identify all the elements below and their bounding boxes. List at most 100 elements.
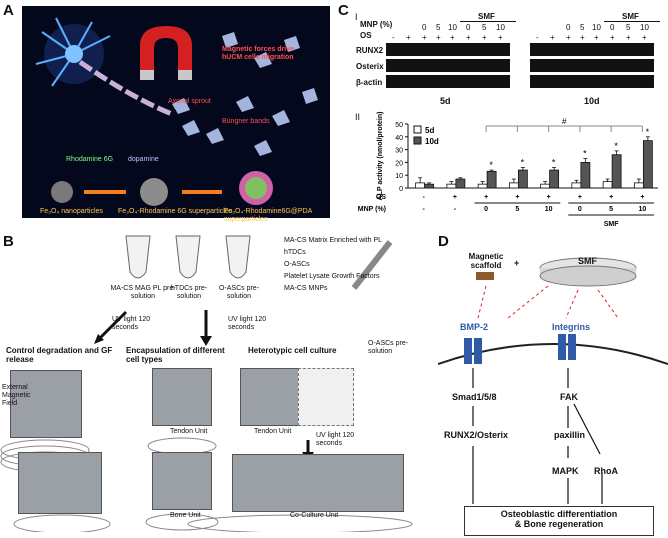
title-control-degradation: Control degradation and GF release [6,346,113,364]
legend-mnps: MA-CS MNPs [284,285,328,292]
panel-d-label: D [438,233,449,250]
legend-platelet: Platelet Lysate Growth Factors [284,273,380,280]
magnet-icon [140,26,192,80]
smf-label-10d: SMF [622,12,639,21]
scaffold-control-degradation [10,370,82,438]
label-nanoparticles: Fe₃O₄ nanoparticles [40,208,103,215]
bar-10d-2 [486,170,497,189]
y-tick-label: 30 [395,148,403,155]
legend-htdcs: hTDCs [284,249,306,256]
os-value: + [515,194,519,201]
tube-3 [225,235,251,279]
significance-star: * [583,149,587,159]
smf-bracket-10d [604,21,660,22]
mnp-5d-5: 5 [436,23,441,32]
os-value: + [484,194,488,201]
smad-label: Smad1/5/8 [452,392,497,402]
os-5d-7: + [482,33,487,42]
os-value: + [453,194,457,201]
os-value: + [578,194,582,201]
blot-band-runx2-5d [386,43,510,56]
legend-swatch-10d [413,136,422,145]
label-rhodamine: Rhodamine 6G [66,156,114,163]
smf-label-d: SMF [578,256,597,266]
mnp-5d-smf-10: 10 [496,23,505,32]
bar-10d-6 [611,154,622,189]
uv-label-3: UV light 120 seconds [316,432,355,447]
label-pda-superparticles: Fe₃O₄-Rhodamine6G@PDA superparticles [224,208,312,223]
os-value: - [422,194,425,201]
os-5d-5: + [450,33,455,42]
bar-10d-4 [549,169,560,189]
timepoint-5d: 5d [440,96,451,106]
mnp-10d-0: 0 [566,23,571,32]
tube-label-1: MA-CS MAG PL pre-solution [110,285,176,300]
os-value: + [609,194,613,201]
mnp-value: 5 [515,206,519,213]
outcome-line-2: & Bone regeneration [514,519,604,529]
y-axis-label: ALP activity (nmol/protein) [377,112,384,201]
coculture-unit-label: Co-Culture Unit [290,512,339,519]
mnp-value: 10 [638,206,646,213]
blot-band-osterix-5d [386,59,510,72]
tendon-unit-label: Tendon Unit [170,428,208,435]
axon [78,59,173,117]
os-10d-4: + [580,33,585,42]
mnp-row-label-chart: MNP (%) [358,206,386,213]
fak-label: FAK [560,392,578,402]
paxillin-label: paxillin [554,430,586,440]
bar-10d-1 [455,178,466,189]
bar-5d-2 [477,183,488,189]
bar-5d-1 [446,183,457,189]
scaffold-tendon-unit [152,368,212,426]
legend-swatch-5d [413,125,422,134]
mnp-10d-smf-10: 10 [640,23,649,32]
integrins-label: Integrins [552,322,591,332]
mapk-label: MAPK [552,466,579,476]
os-value: + [547,194,551,201]
mnp-10d-smf-5: 5 [626,23,631,32]
os-value: + [640,194,644,201]
neuron-soma [65,45,83,63]
mnp-5d-0: 0 [422,23,427,32]
uv-arrow-1 [98,310,128,340]
os-10d-7: + [626,33,631,42]
os-5d-3: + [422,33,427,42]
legend-oascs: O-ASCs [284,261,310,268]
outcome-box: Osteoblastic differentiation & Bone rege… [464,506,654,536]
bar-5d-7 [633,182,644,189]
y-tick-label: 40 [395,135,403,142]
mnp-value: 0 [578,206,582,213]
os-row-label-chart: OS [376,194,386,201]
mnp-10d-smf-0: 0 [610,23,615,32]
significance-star: * [521,158,525,168]
bone-unit-label: Bone Unit [170,512,201,519]
blot-row-osterix: Osterix [356,62,384,71]
tube-label-3: O-ASCs pre-solution [218,285,260,300]
label-magnetic-forces: Magnetic forces drive hUCM cells migrati… [222,46,294,61]
scaffold-coculture [232,454,404,512]
bar-5d-6 [602,181,613,189]
smf-chart-label: SMF [604,221,620,228]
bar-10d-5 [580,162,591,189]
significance-star: * [552,158,556,168]
receptor-integrins [558,334,576,360]
y-tick-label: 50 [395,122,403,129]
bar-10d-0 [424,183,435,189]
scaffold-heterotypic [240,368,300,426]
bar-5d-3 [508,182,519,189]
mnp-10d-10: 10 [592,23,601,32]
title-heterotypic: Heterotypic cell culture [248,346,337,355]
blot-band-runx2-10d [530,43,654,56]
y-tick-label: 0 [399,186,403,193]
syringe [351,240,393,290]
label-dopamine: dopamine [128,156,159,163]
y-tick-label: 20 [395,160,403,167]
os-5d-8: + [498,33,503,42]
smf-bracket-5d [460,21,516,22]
scaffold-released [18,452,102,514]
mnp-5d-smf-0: 0 [466,23,471,32]
panel-a-label: A [3,2,14,19]
legend-label-10d: 10d [425,137,439,146]
